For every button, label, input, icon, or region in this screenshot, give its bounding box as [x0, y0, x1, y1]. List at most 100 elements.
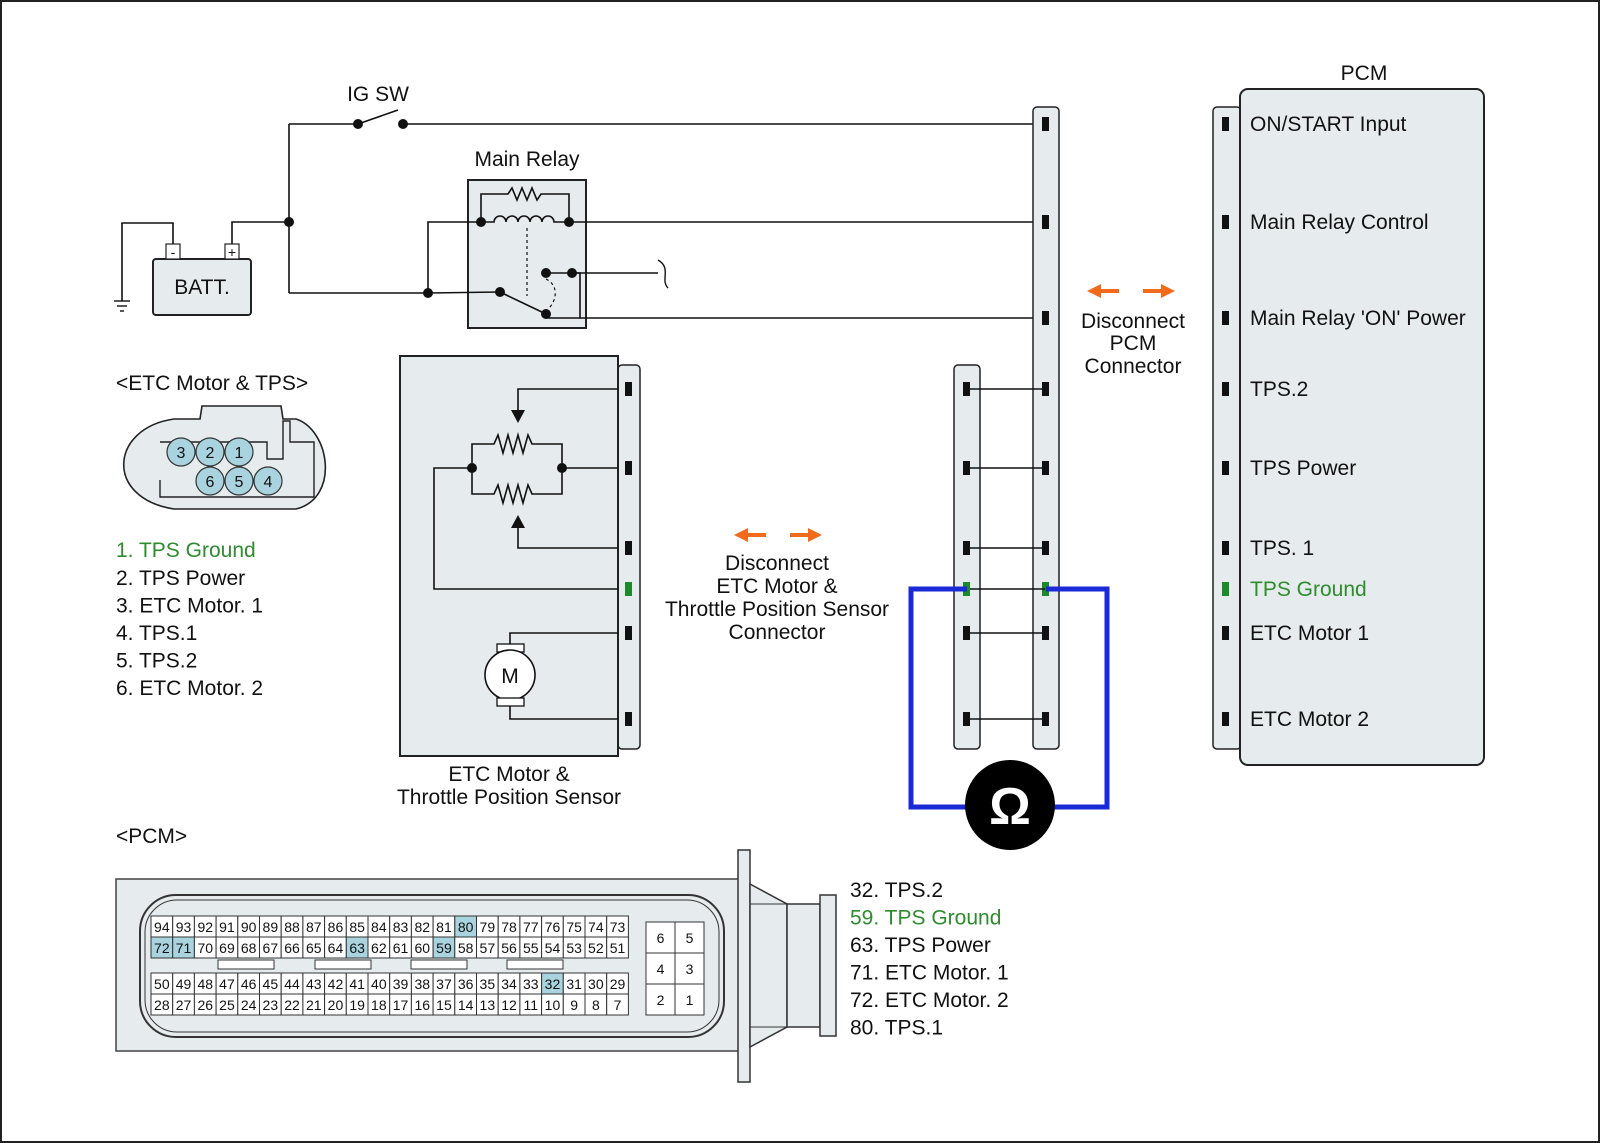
pcm-pin-number: 66: [284, 940, 300, 956]
etc-harness-pin: [963, 382, 970, 396]
pcm-pin-number: 11: [523, 997, 538, 1013]
pcm-pin-cell: [674, 983, 705, 1016]
pcm-pin-number: 31: [566, 976, 582, 992]
etc-legend-item: 3. ETC Motor. 1: [116, 595, 263, 618]
pcm-pin-number: 38: [414, 976, 430, 992]
pcm-pin-number: 3: [686, 961, 694, 977]
pcm-pin-number: 17: [393, 997, 409, 1013]
pcm-legend-item: 59. TPS Ground: [850, 907, 1001, 930]
pcm-pin-number: 5: [686, 930, 694, 946]
pcm-pin-number: 19: [349, 997, 365, 1013]
ig-switch: IG SW: [289, 83, 1047, 129]
pcm-pin-marker: [1222, 582, 1229, 596]
pcm-pin-number: 7: [614, 997, 622, 1013]
pcm-pin-number: 18: [371, 997, 387, 1013]
etc-legend-item: 1. TPS Ground: [116, 539, 256, 562]
etc-caption-line-1: ETC Motor &: [448, 763, 569, 786]
battery-positive-wire: [231, 221, 289, 244]
pcm-pin-number: 83: [393, 919, 409, 935]
pcm-pin-number: 60: [414, 940, 430, 956]
pcm-pin-number: 61: [393, 940, 409, 956]
disconnect-etc-line-3: Throttle Position Sensor: [665, 598, 889, 621]
pcm-pin-number: 70: [197, 940, 213, 956]
pcm-pin-cell: [606, 993, 629, 1016]
pcm-pin-marker: [1222, 712, 1229, 726]
pcm-pin-number: 53: [566, 940, 582, 956]
pcm-pin-number: 87: [306, 919, 322, 935]
pcm-pin-number: 43: [306, 976, 322, 992]
pcm-pin-marker: [1222, 117, 1229, 131]
etc-unit-pin: [625, 582, 632, 596]
pcm-pin-number: 86: [328, 919, 344, 935]
pcm-pin-number: 82: [414, 919, 430, 935]
pcm-pin-number: 4: [657, 961, 665, 977]
harness-pin: [1042, 461, 1049, 475]
pcm-connector-header: <PCM>: [116, 825, 187, 848]
pcm-pin-marker: [1222, 541, 1229, 555]
pcm-pin-number: 47: [219, 976, 235, 992]
etc-face-pin-label: 3: [177, 445, 186, 462]
etc-face-pin: [195, 437, 225, 467]
pcm-pin-cell: [606, 936, 629, 959]
pcm-legend-item: 32. TPS.2: [850, 879, 943, 902]
pcm-pin-number: 35: [480, 976, 496, 992]
main-relay-label: Main Relay: [474, 148, 580, 171]
pcm-terminal-label: TPS. 1: [1250, 537, 1314, 560]
pcm-pin-number: 32: [545, 976, 561, 992]
pcm-pin-number: 44: [284, 976, 300, 992]
pcm-pin-number: 22: [284, 997, 300, 1013]
etc-face-pin: [166, 437, 196, 467]
pcm-pin-number: 67: [263, 940, 279, 956]
pcm-terminal-label: TPS Ground: [1250, 578, 1367, 601]
pcm-pin-number: 75: [566, 919, 582, 935]
pcm-pin-number: 56: [501, 940, 517, 956]
etc-legend-item: 2. TPS Power: [116, 567, 245, 590]
pcm-pin-number: 37: [436, 976, 452, 992]
pcm-pin-marker: [1222, 461, 1229, 475]
harness-pin: [1042, 311, 1049, 325]
pcm-pin-number: 24: [241, 997, 257, 1013]
etc-unit-pin: [625, 626, 632, 640]
pcm-title: PCM: [1341, 62, 1388, 85]
pcm-pin-number: 41: [349, 976, 365, 992]
pcm-pin-number: 42: [328, 976, 344, 992]
motor-symbol-label: M: [501, 665, 519, 688]
pcm-pin-number: 10: [545, 997, 561, 1013]
ig-switch-label: IG SW: [347, 83, 409, 106]
harness-pin: [1042, 626, 1049, 640]
pcm-legend-item: 72. ETC Motor. 2: [850, 989, 1009, 1012]
pcm-pin-number: 92: [197, 919, 213, 935]
pcm-legend-item: 63. TPS Power: [850, 934, 991, 957]
disconnect-etc-callout: Disconnect ETC Motor & Throttle Position…: [665, 528, 889, 644]
pcm-pin-cell: [645, 921, 676, 954]
etc-legend-item: 6. ETC Motor. 2: [116, 677, 263, 700]
pcm-pin-number: 62: [371, 940, 387, 956]
pcm-terminal-label: TPS.2: [1250, 378, 1308, 401]
harness-pin: [1042, 117, 1049, 131]
pcm-pin-number: 48: [197, 976, 213, 992]
pcm-pin-number: 54: [545, 940, 561, 956]
main-relay: Main Relay: [467, 148, 587, 329]
pcm-pin-number: 8: [592, 997, 600, 1013]
pcm-legend-item: 80. TPS.1: [850, 1017, 943, 1040]
pcm-pin-number: 68: [241, 940, 257, 956]
pcm-pin-number: 50: [154, 976, 170, 992]
harness-pin: [1042, 712, 1049, 726]
pcm-terminal-label: ETC Motor 2: [1250, 708, 1369, 731]
disconnect-pcm-line-2: PCM: [1110, 332, 1157, 355]
etc-connector-header: <ETC Motor & TPS>: [116, 372, 308, 395]
pcm-pin-number: 27: [176, 997, 192, 1013]
pcm-pin-marker: [1222, 311, 1229, 325]
pcm-pin-number: 9: [570, 997, 578, 1013]
pcm-pin-number: 89: [263, 919, 279, 935]
pcm-pin-number: 29: [610, 976, 626, 992]
harness-pin: [1042, 541, 1049, 555]
pcm-pin-number: 57: [480, 940, 496, 956]
etc-face-pin-label: 6: [206, 474, 215, 491]
harness-pin: [1042, 215, 1049, 229]
pcm-pin-number: 93: [176, 919, 192, 935]
pcm-legend-item: 71. ETC Motor. 1: [850, 962, 1009, 985]
ground-symbol: [114, 222, 174, 312]
pcm-pin-number: 23: [263, 997, 279, 1013]
